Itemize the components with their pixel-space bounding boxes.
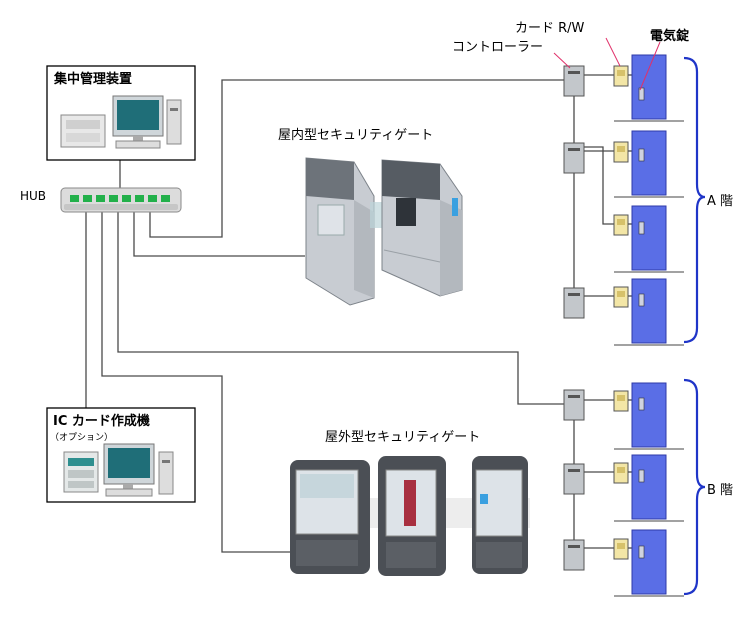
controller-icon (563, 142, 585, 174)
floor-b-bracket (683, 378, 706, 596)
electric-lock-label: 電気錠 (650, 28, 690, 44)
floor-b-label: B 階 (707, 483, 733, 498)
door-icon (614, 529, 684, 597)
controller-label: コントローラー (452, 40, 543, 55)
hub: HUB (20, 187, 182, 213)
hub-icon (60, 187, 182, 213)
ic-card-machine-box: IC カード作成機 （オプション） (46, 407, 196, 503)
floor-a-bracket (683, 56, 706, 344)
outdoor-gate-label: 屋外型セキュリティゲート (325, 430, 480, 445)
controller-icon (563, 539, 585, 571)
controller-icon (563, 65, 585, 97)
computer-icon (60, 95, 182, 149)
card-reader-icon (613, 65, 629, 87)
card-reader-icon (613, 390, 629, 412)
ic-card-option-label: （オプション） (50, 432, 113, 443)
indoor-gate-label: 屋内型セキュリティゲート (278, 127, 433, 143)
door-icon (614, 205, 684, 273)
card-rw-label: カード R/W (515, 21, 585, 36)
card-reader-icon (613, 538, 629, 560)
controller-icon (563, 463, 585, 495)
controller-icon (563, 287, 585, 319)
door-icon (614, 382, 684, 450)
callout-lines (553, 37, 661, 91)
card-reader-icon (613, 214, 629, 236)
door-icon (614, 278, 684, 346)
ic-card-machine-label: IC カード作成機 (53, 413, 150, 429)
security-gate-icon (305, 157, 463, 306)
central-management-label: 集中管理装置 (53, 71, 132, 87)
hub-label: HUB (20, 189, 46, 203)
security-gate-icon (290, 456, 530, 576)
door-icon (614, 130, 684, 198)
card-reader-icon (613, 462, 629, 484)
door-icon (614, 54, 684, 122)
computer-icon (63, 443, 174, 497)
card-reader-icon (613, 286, 629, 308)
card-reader-icon (613, 141, 629, 163)
central-management-box: 集中管理装置 (46, 65, 196, 161)
door-icon (614, 454, 684, 522)
controller-icon (563, 389, 585, 421)
floor-a-label: A 階 (707, 194, 733, 209)
